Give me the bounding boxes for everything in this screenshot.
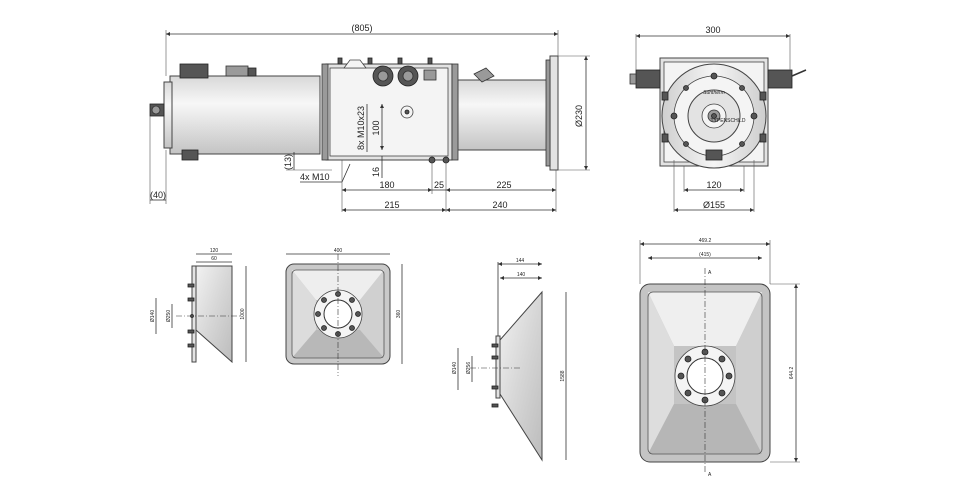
- small-hopper-top-view: 400 360: [285, 248, 403, 376]
- dim-225: 225: [496, 180, 511, 190]
- large-hopper-dim-140: 140: [517, 272, 526, 278]
- large-hopper-dim-height2: 644.2: [789, 367, 795, 380]
- burner-front-view: Suntherm TYPENSCHILD 300 120 Ø155: [629, 25, 807, 212]
- dim-diameter-155: Ø155: [703, 200, 725, 210]
- dim-holes-label: 8x M10x23: [356, 106, 366, 150]
- front-logo: Suntherm: [703, 90, 725, 96]
- small-hopper-dim-top-b: 60: [211, 256, 217, 262]
- dim-overall-length: (805): [351, 23, 372, 33]
- small-hopper-dim-d1: Ø140: [150, 310, 156, 322]
- large-hopper-dim-d1: Ø140: [452, 362, 458, 374]
- dim-16: 16: [371, 167, 381, 177]
- dim-diameter-230: Ø230: [574, 105, 584, 127]
- small-hopper-cone: [195, 265, 233, 364]
- dim-25: 25: [434, 180, 444, 190]
- dim-180: 180: [379, 180, 394, 190]
- large-hopper-side-view: 144 140 Ø140 Ø256 1588: [452, 258, 567, 462]
- large-hopper-dim-144: 144: [516, 258, 525, 264]
- motor-cylinder: [169, 75, 321, 155]
- dim-215: 215: [384, 200, 399, 210]
- front-type-plate: TYPENSCHILD: [710, 118, 745, 124]
- dim-width-300: 300: [705, 25, 720, 35]
- small-hopper-dim-width: 400: [334, 248, 343, 254]
- dim-240: 240: [492, 200, 507, 210]
- small-hopper-side-view: 120 60 Ø140 Ø250 1000: [150, 248, 247, 364]
- dim-left-offset: (40): [150, 190, 166, 200]
- small-hopper-dim-d2: Ø250: [166, 310, 172, 322]
- motor-endcap: [163, 81, 173, 149]
- dim-thread-label: 4x M10: [300, 172, 330, 182]
- burner-side-view: (805) (40) Ø230 100 8x M10x23 16 (13) 4x…: [149, 23, 590, 212]
- large-hopper-cone: [499, 290, 543, 462]
- burner-flange: [549, 55, 559, 171]
- large-hopper-dim-width: 469.2: [699, 238, 712, 244]
- dim-120: 120: [706, 180, 721, 190]
- dim-vertical-100: 100: [371, 120, 381, 135]
- motor-connector: [179, 63, 209, 79]
- dim-13: (13): [283, 154, 293, 170]
- section-mark-top: A: [708, 270, 712, 276]
- large-hopper-dim-height: 1588: [560, 370, 566, 381]
- small-hopper-dim-height: 1000: [240, 308, 246, 319]
- section-mark-bottom: A: [708, 472, 712, 478]
- burner-tube: [457, 79, 551, 151]
- small-hopper-dim-height2: 360: [396, 310, 402, 319]
- large-hopper-top-view: A A 469.2 (415) 644.2: [639, 238, 800, 478]
- large-hopper-dim-inner: (415): [699, 252, 711, 258]
- small-hopper-dim-top-a: 120: [210, 248, 219, 254]
- large-hopper-dim-d2: Ø256: [466, 362, 472, 374]
